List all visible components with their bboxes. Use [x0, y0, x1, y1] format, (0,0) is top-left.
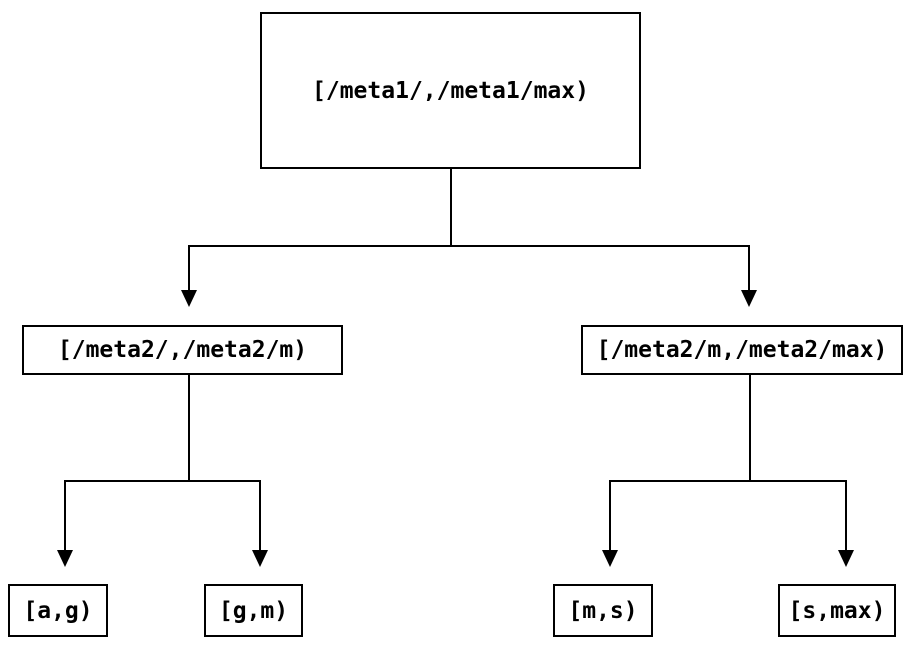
- node-meta2-right-range: [/meta2/m,/meta2/max): [581, 325, 903, 375]
- node-label: [s,max): [788, 597, 886, 624]
- connector-drop-leaf-m-s: [609, 480, 611, 550]
- node-leaf-g-m: [g,m): [204, 584, 303, 637]
- node-label: [a,g): [23, 597, 93, 624]
- connector-meta2-right-stem: [749, 375, 751, 482]
- connector-drop-leaf-a-g: [64, 480, 66, 550]
- node-label: [/meta2/m,/meta2/max): [596, 337, 888, 363]
- arrow-down-icon: [602, 550, 618, 567]
- node-meta2-left-range: [/meta2/,/meta2/m): [22, 325, 343, 375]
- connector-level1-drop-right: [748, 245, 750, 291]
- arrow-down-icon: [252, 550, 268, 567]
- node-label: [g,m): [218, 597, 289, 624]
- node-leaf-m-s: [m,s): [553, 584, 653, 637]
- connector-drop-leaf-s-max: [845, 480, 847, 550]
- arrow-down-icon: [838, 550, 854, 567]
- node-label: [/meta1/,/meta1/max): [312, 77, 589, 104]
- arrow-down-icon: [741, 290, 757, 307]
- connector-drop-leaf-g-m: [259, 480, 261, 550]
- node-leaf-s-max: [s,max): [778, 584, 896, 637]
- connector-left-leaves-bar: [64, 480, 261, 482]
- arrow-down-icon: [181, 290, 197, 307]
- connector-meta2-left-stem: [188, 375, 190, 482]
- node-root-meta1-range: [/meta1/,/meta1/max): [260, 12, 641, 169]
- arrow-down-icon: [57, 550, 73, 567]
- connector-root-stem: [450, 169, 452, 247]
- connector-right-leaves-bar: [609, 480, 847, 482]
- connector-level1-bar: [188, 245, 750, 247]
- node-leaf-a-g: [a,g): [8, 584, 108, 637]
- node-label: [/meta2/,/meta2/m): [57, 337, 308, 363]
- connector-level1-drop-left: [188, 245, 190, 291]
- node-label: [m,s): [568, 597, 638, 624]
